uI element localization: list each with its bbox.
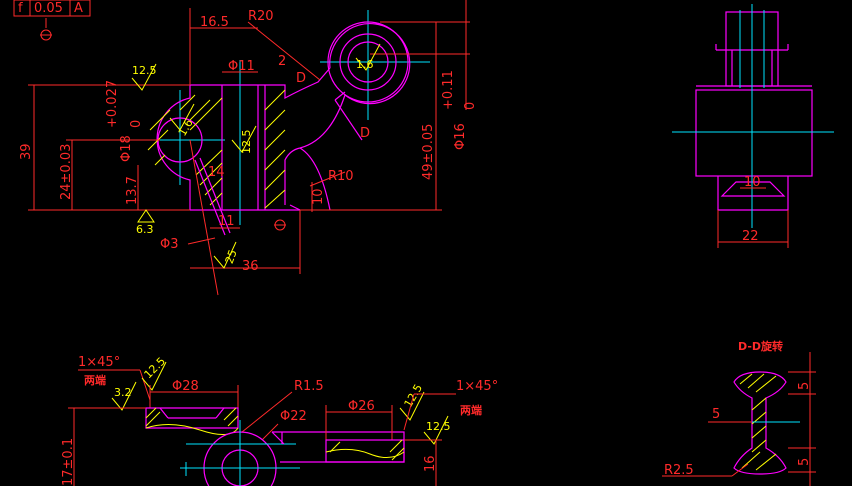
tol-symbol: f xyxy=(18,1,23,16)
rough-25: 25 xyxy=(223,248,240,266)
dd-dim-r2-5: R2.5 xyxy=(664,463,694,478)
dim-phi11: Φ11 xyxy=(228,59,255,74)
dd-dim-5-a: 5 xyxy=(797,382,812,390)
dim-17: 17±0.1 xyxy=(61,438,76,486)
rough-1-6-b: 1.6 xyxy=(356,58,374,71)
tolerance-frame: f 0.05 A xyxy=(13,0,91,41)
dim-phi18: Φ18 xyxy=(119,135,134,162)
dim-16-b: 16 xyxy=(423,455,438,472)
rough-1-6-a: 1.6 xyxy=(176,117,196,139)
rough-12-5-e: 12.5 xyxy=(426,420,451,433)
label-d-2: D xyxy=(360,126,370,141)
tol-value: 0.05 xyxy=(34,1,63,16)
note-both-ends-2: 两端 xyxy=(460,403,482,417)
rough-12-5-b: 12.5 xyxy=(240,130,253,155)
dim-phi16-tol: +0.11 xyxy=(441,70,456,110)
dim-phi28: Φ28 xyxy=(172,379,199,394)
dd-dim-5-b: 5 xyxy=(797,458,812,466)
dim-1x45-b: 1×45° xyxy=(456,379,498,394)
dim-phi3: Φ3 xyxy=(160,237,179,252)
section-d-d: D-D旋转 5 5 5 R2.5 xyxy=(662,339,816,486)
label-2: 2 xyxy=(278,54,286,69)
dim-10: 10 xyxy=(311,188,326,205)
dim-14: 14 xyxy=(208,165,225,180)
dim-r10: R10 xyxy=(328,169,354,184)
dim-49: 49±0.05 xyxy=(421,124,436,180)
dim-36: 36 xyxy=(242,259,259,274)
dim-phi16: Φ16 xyxy=(453,123,468,150)
dim-phi16-tol2: 0 xyxy=(463,102,478,110)
side-dim-10: 10 xyxy=(744,175,761,190)
label-d-1: D xyxy=(296,71,306,86)
section-title-dd: D-D旋转 xyxy=(738,339,783,353)
dim-phi18-tol2: 0 xyxy=(129,120,144,128)
dim-1x45-a: 1×45° xyxy=(78,355,120,370)
dim-13-7: 13.7 xyxy=(125,176,140,205)
dim-11: 11 xyxy=(218,214,235,229)
rough-3-2: 3.2 xyxy=(114,386,132,399)
dim-16-5: 16.5 xyxy=(200,15,229,30)
tol-datum: A xyxy=(74,1,83,16)
dim-phi26: Φ26 xyxy=(348,399,375,414)
dim-phi18-tol: +0.027 xyxy=(105,80,120,128)
rough-12-5-c: 12.5 xyxy=(142,355,169,382)
dim-r1-5: R1.5 xyxy=(294,379,324,394)
side-dim-22: 22 xyxy=(742,229,759,244)
front-view: 16.5 R20 Φ11 39 24±0.03 13.7 Φ18 +0.027 … xyxy=(19,0,478,296)
dim-39: 39 xyxy=(19,143,34,160)
dim-r20: R20 xyxy=(248,9,274,24)
dim-phi22: Φ22 xyxy=(280,409,307,424)
dd-dim-5-c: 5 xyxy=(712,407,720,422)
rough-12-5-a: 12.5 xyxy=(132,64,157,77)
side-view: 10 22 xyxy=(672,4,834,248)
rough-6-3: 6.3 xyxy=(136,223,154,236)
note-both-ends-1: 两端 xyxy=(84,373,106,387)
dim-24: 24±0.03 xyxy=(59,144,74,200)
bottom-view: 1×45° 两端 3.2 12.5 Φ28 R1.5 Φ22 xyxy=(61,355,498,486)
